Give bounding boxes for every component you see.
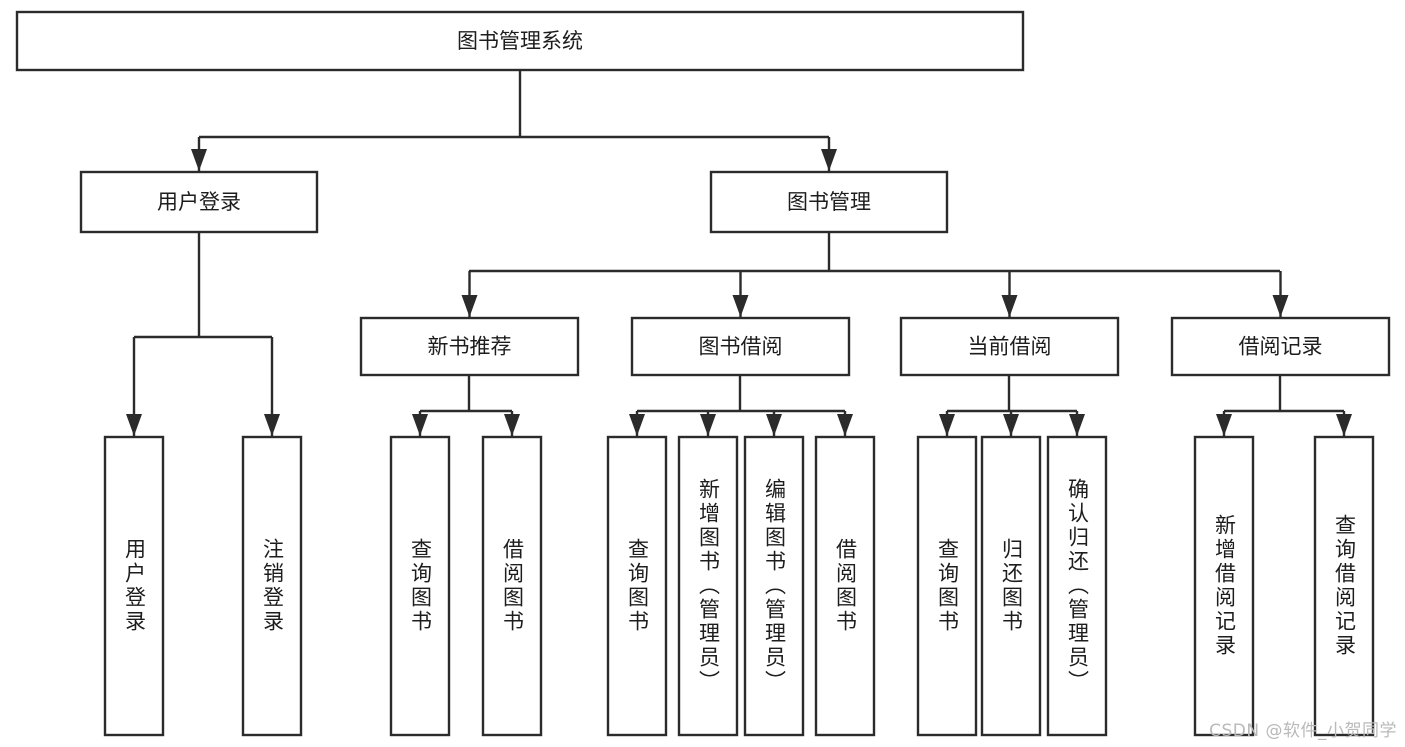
root-node-label: 图书管理系统 (457, 29, 583, 53)
leaf-node-box-2[interactable] (389, 435, 451, 737)
leaf-node-box-7[interactable] (814, 435, 876, 737)
boxes-layer (15, 10, 1391, 737)
arrow-head-icon (837, 414, 853, 436)
level3-node-box-0[interactable] (359, 316, 580, 377)
arrow-head-icon (504, 414, 520, 436)
arrow-head-icon (732, 295, 749, 317)
connectors-layer (126, 70, 1352, 436)
arrow-head-icon (1069, 414, 1085, 436)
arrow-head-icon (821, 149, 837, 171)
arrow-head-icon (1272, 295, 1289, 317)
leaf-node-box-3[interactable] (481, 435, 543, 737)
arrow-head-icon (1336, 414, 1352, 436)
arrow-head-icon (191, 149, 207, 171)
arrow-head-icon (461, 295, 478, 317)
arrow-head-icon (126, 414, 142, 436)
level3-node-label-0: 新书推荐 (428, 335, 512, 359)
arrow-head-icon (1003, 414, 1019, 436)
arrow-head-icon (1001, 295, 1018, 317)
arrow-head-icon (700, 414, 716, 436)
leaf-node-box-0[interactable] (103, 435, 165, 737)
root-node-box[interactable] (15, 10, 1025, 72)
arrow-head-icon (629, 414, 645, 436)
leaf-node-box-11[interactable] (1193, 435, 1255, 737)
level3-node-label-1: 图书借阅 (699, 335, 783, 359)
leaf-node-box-10[interactable] (1046, 435, 1108, 737)
level2-node-box-0[interactable] (79, 170, 319, 234)
arrow-head-icon (412, 414, 428, 436)
csdn-watermark: CSDN @软件_小贺同学 (1209, 721, 1397, 741)
level3-node-box-3[interactable] (1170, 316, 1391, 377)
level3-node-box-2[interactable] (899, 316, 1120, 377)
arrow-head-icon (766, 414, 782, 436)
leaf-node-box-12[interactable] (1313, 435, 1375, 737)
leaf-node-box-6[interactable] (743, 435, 805, 737)
leaf-node-box-9[interactable] (980, 435, 1042, 737)
level3-node-box-1[interactable] (630, 316, 851, 377)
arrow-head-icon (939, 414, 955, 436)
leaf-node-box-8[interactable] (916, 435, 978, 737)
arrow-head-icon (264, 414, 280, 436)
level3-node-label-2: 当前借阅 (968, 335, 1052, 359)
leaf-node-box-4[interactable] (606, 435, 668, 737)
level2-node-label-1: 图书管理 (787, 190, 871, 214)
leaf-node-box-1[interactable] (241, 435, 303, 737)
level2-node-box-1[interactable] (709, 170, 949, 234)
arrow-head-icon (1216, 414, 1232, 436)
level2-node-label-0: 用户登录 (157, 190, 241, 214)
leaf-node-box-5[interactable] (677, 435, 739, 737)
level3-node-label-3: 借阅记录 (1239, 335, 1323, 359)
